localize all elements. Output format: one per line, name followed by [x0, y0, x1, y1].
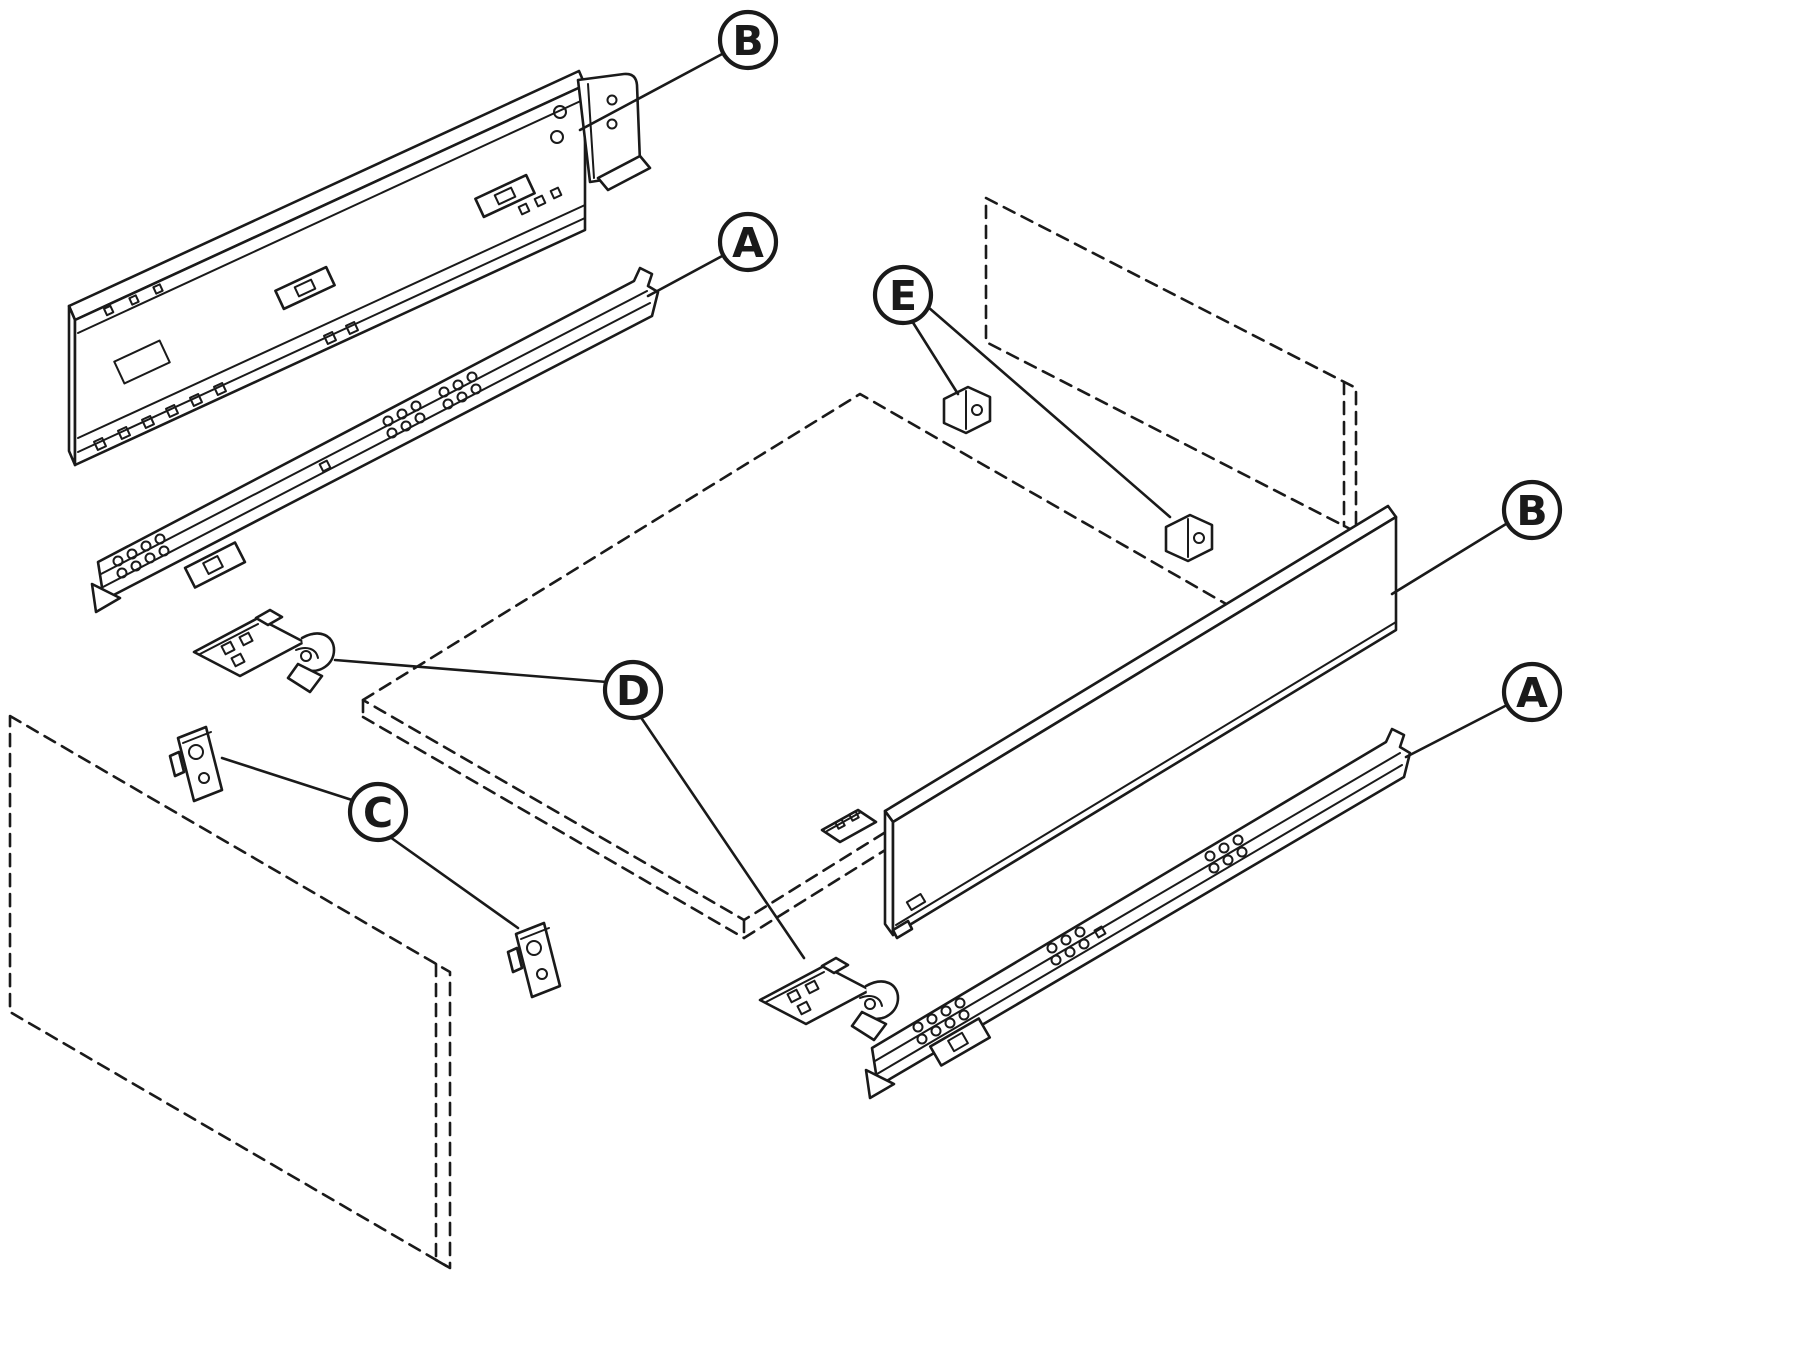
leader-line-e-1: [910, 319, 960, 396]
callout-circle: [602, 659, 664, 721]
locking-device-right: [758, 956, 900, 1042]
front-bracket-left: [168, 725, 224, 803]
drawer-side-panel-right: [883, 504, 1398, 940]
callout-label: B: [1516, 487, 1547, 535]
rear-bracket-left: [942, 385, 992, 435]
release-lever: [928, 1017, 992, 1067]
rear-bracket-right: [1164, 513, 1214, 563]
callout-b-right: B: [1501, 479, 1563, 541]
front-bracket-right: [506, 921, 562, 999]
release-lever: [183, 541, 247, 589]
front-panel-dashed: [8, 714, 452, 1270]
callout-circle: [1501, 661, 1563, 723]
leader-line-c-2: [388, 835, 520, 930]
callout-e: E: [872, 264, 934, 326]
leader-lines: [220, 51, 1509, 960]
callout-label: A: [732, 219, 764, 267]
callout-label: D: [616, 667, 650, 715]
drawer-runner-left: [90, 266, 660, 614]
leader-line-a-right: [1404, 703, 1509, 759]
drawer-bottom-panel-dashed: [361, 392, 1242, 940]
callout-circle: [347, 781, 409, 843]
leader-line-b-right: [1390, 522, 1508, 596]
front-hook: [90, 582, 122, 614]
leader-line-b-rear: [578, 51, 726, 132]
callout-circle: [1501, 479, 1563, 541]
locking-device-left: [192, 608, 336, 694]
callout-circle: [717, 211, 779, 273]
callout-label: A: [1516, 669, 1548, 717]
drawer-runner-right: [864, 727, 1412, 1100]
drawer-side-panel-rear-left: [67, 69, 652, 467]
callout-b-rear: B: [717, 9, 779, 71]
callout-circle: [717, 9, 779, 71]
front-hook: [864, 1068, 896, 1100]
leader-line-d-1: [333, 658, 609, 684]
callout-a-right: A: [1501, 661, 1563, 723]
callout-label: E: [889, 272, 917, 320]
leader-line-e-2: [926, 305, 1172, 519]
leader-line-a-left: [646, 253, 726, 298]
callout-c: C: [347, 781, 409, 843]
callout-circle: [872, 264, 934, 326]
callout-a-left: A: [717, 211, 779, 273]
bottom-panel-clip: [820, 808, 878, 844]
leader-line-c-1: [220, 756, 354, 802]
callout-d: D: [602, 659, 664, 721]
leader-line-d-2: [638, 714, 806, 960]
callout-label: C: [363, 789, 393, 837]
back-panel-dashed: [984, 196, 1358, 534]
callout-label: B: [732, 17, 763, 65]
